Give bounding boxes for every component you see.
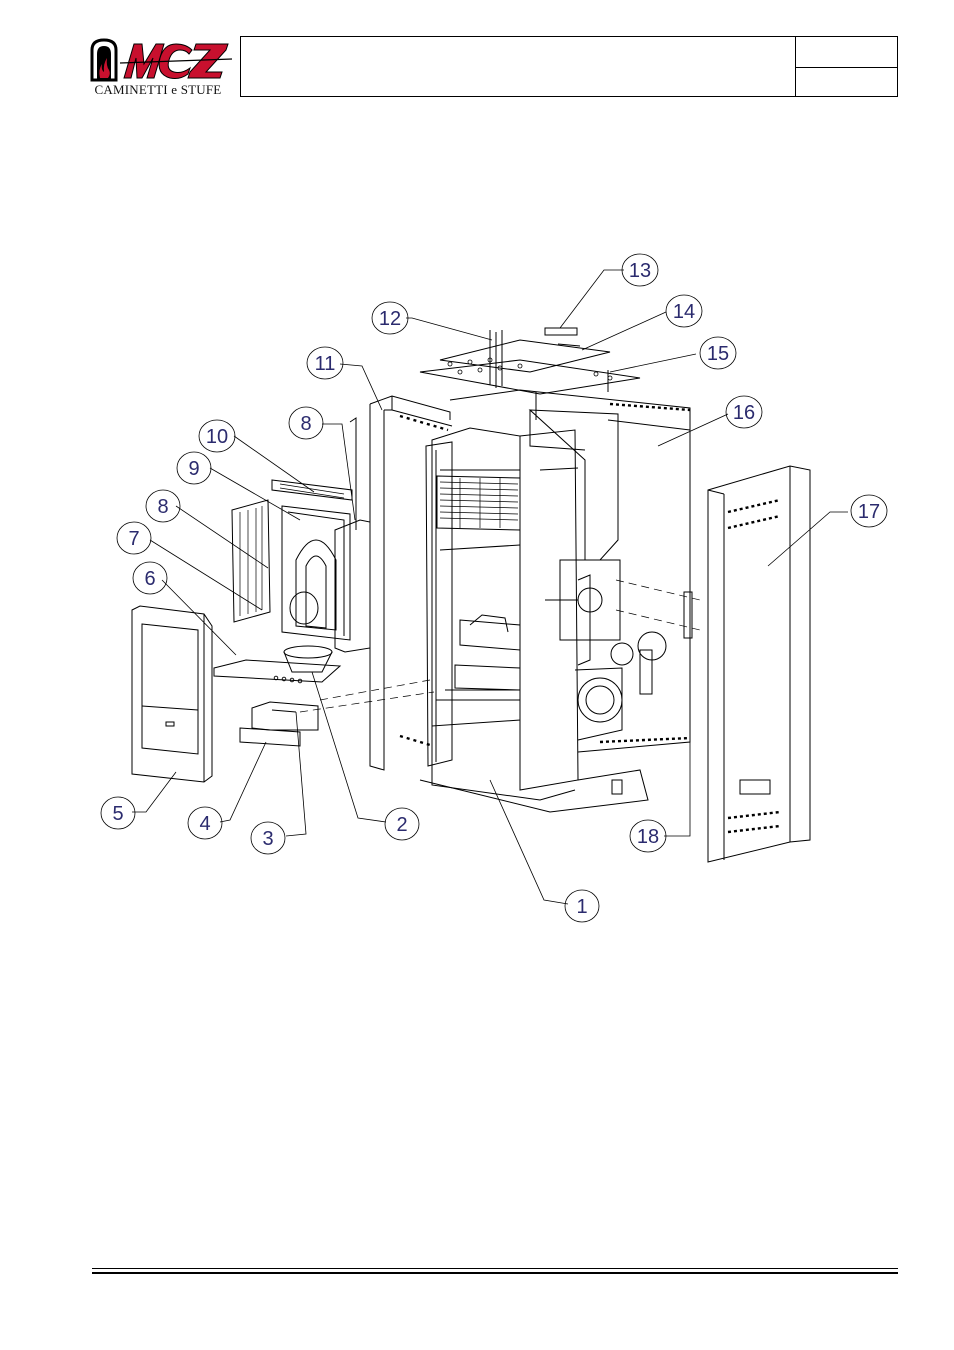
svg-text:3: 3 — [262, 828, 273, 850]
side-firebrick-left — [231, 499, 271, 623]
svg-text:10: 10 — [206, 426, 228, 448]
mcz-logo-mark — [90, 38, 233, 82]
svg-text:12: 12 — [379, 308, 401, 330]
baffle-plate — [271, 479, 353, 501]
page-number-box — [796, 36, 898, 97]
callout-8-left: 8 — [145, 489, 181, 523]
mcz-logo — [80, 36, 236, 98]
svg-text:16: 16 — [733, 402, 755, 424]
brazier-support — [213, 659, 342, 684]
callout-12: 12 — [371, 301, 409, 335]
callout-13: 13 — [621, 253, 659, 287]
rear-panel — [449, 389, 691, 753]
front-frame-left — [425, 441, 453, 767]
svg-text:4: 4 — [199, 813, 210, 835]
callout-10: 10 — [198, 419, 236, 453]
svg-text:2: 2 — [396, 814, 407, 836]
callout-7: 7 — [116, 521, 152, 555]
footer-rule-thick — [92, 1272, 898, 1274]
svg-text:8: 8 — [157, 496, 168, 518]
svg-text:13: 13 — [629, 260, 651, 282]
svg-text:6: 6 — [144, 568, 155, 590]
left-side-panel — [369, 395, 453, 771]
svg-text:7: 7 — [128, 528, 139, 550]
brand-caption: CAMINETTI e STUFE — [94, 82, 222, 97]
svg-text:9: 9 — [188, 458, 199, 480]
callout-16: 16 — [725, 395, 763, 429]
wall-bracket — [683, 591, 693, 639]
callout-14: 14 — [665, 294, 703, 328]
callout-15: 15 — [699, 336, 737, 370]
page-header: CAMINETTI e STUFE — [80, 36, 898, 98]
callout-3: 3 — [250, 821, 286, 855]
callout-6: 6 — [132, 561, 168, 595]
callout-2: 2 — [384, 807, 420, 841]
leader-lines — [132, 269, 848, 905]
callout-9: 9 — [176, 451, 212, 485]
callouts: 1 2 3 4 5 6 7 8 8 9 10 11 12 13 14 15 16… — [100, 253, 888, 923]
callout-8-right: 8 — [288, 406, 324, 440]
callout-1: 1 — [564, 889, 600, 923]
main-body — [419, 427, 667, 813]
page-box-divider — [796, 67, 897, 68]
burn-pot — [283, 645, 333, 673]
callout-11: 11 — [306, 346, 344, 380]
rear-firebrick-right — [334, 417, 371, 653]
ash-drawer — [239, 701, 319, 747]
footer-rule — [92, 1268, 898, 1269]
right-side-panel — [707, 465, 811, 863]
svg-text:14: 14 — [673, 301, 695, 323]
svg-text:1: 1 — [576, 896, 587, 918]
svg-text:5: 5 — [112, 803, 123, 825]
svg-text:15: 15 — [707, 343, 729, 365]
callout-17: 17 — [850, 494, 888, 528]
svg-text:18: 18 — [637, 826, 659, 848]
svg-text:8: 8 — [300, 413, 311, 435]
callout-18: 18 — [629, 819, 667, 853]
document-title-box — [240, 36, 796, 97]
svg-text:17: 17 — [858, 501, 880, 523]
callout-4: 4 — [187, 806, 223, 840]
top-plates — [419, 327, 641, 420]
front-door — [131, 605, 213, 783]
firebox-back — [281, 505, 351, 641]
assembly-guide-lines — [299, 579, 701, 713]
svg-text:11: 11 — [315, 353, 336, 375]
callout-5: 5 — [100, 796, 136, 830]
